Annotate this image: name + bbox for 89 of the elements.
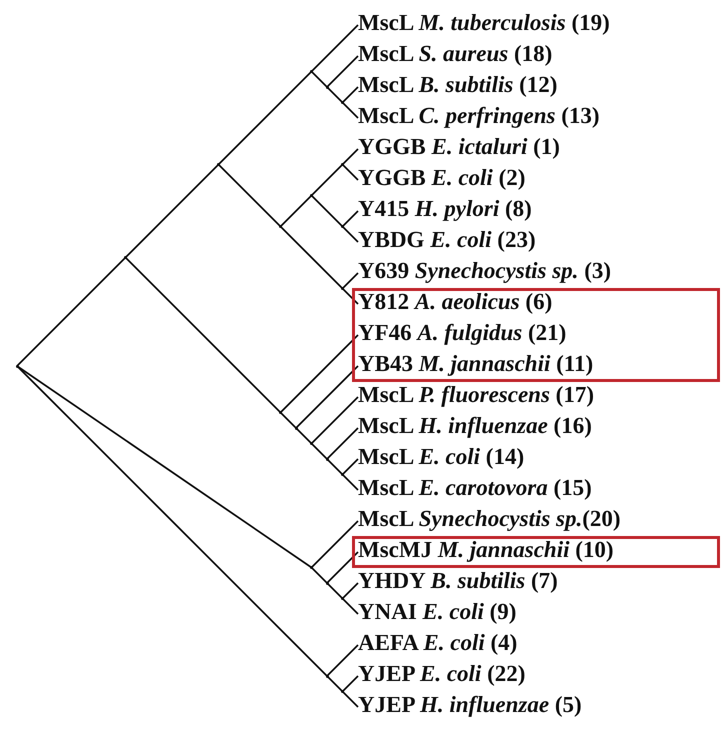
branch-point	[341, 287, 344, 290]
tree-branch	[326, 582, 344, 600]
branch-point	[341, 690, 344, 693]
tree-branch	[326, 55, 359, 88]
branch-point	[341, 597, 344, 600]
tree-branch	[342, 675, 359, 692]
tree-branch	[342, 272, 359, 290]
tree-branch	[326, 675, 344, 692]
species-label: YBDG E. coli (23)	[358, 227, 536, 257]
tree-branch	[342, 288, 359, 305]
tree-branch	[310, 24, 359, 72]
tree-branch	[295, 427, 312, 444]
tree-branch	[16, 365, 312, 568]
tree-branch	[342, 210, 359, 228]
tree-branch	[342, 582, 359, 600]
tree-branch	[326, 86, 344, 104]
species-label: YF46 A. fulgidus (21)	[358, 320, 566, 350]
tree-branch	[16, 365, 328, 677]
branch-point	[310, 70, 313, 73]
branch-point	[341, 473, 344, 476]
tree-branch	[310, 396, 359, 444]
species-label: Y639 Synechocystis sp. (3)	[358, 258, 612, 288]
tree-branch	[295, 365, 359, 429]
species-label: MscL C. perfringens (13)	[358, 103, 600, 133]
species-label: AEFA E. coli (4)	[358, 630, 518, 660]
tree-branch	[342, 164, 359, 181]
tree-branch	[310, 520, 359, 568]
branch-point	[341, 101, 344, 104]
highlight-box	[352, 536, 720, 568]
species-label: MscL B. subtilis (12)	[358, 72, 558, 102]
species-label: Y812 A. aeolicus (6)	[358, 289, 552, 319]
tree-branch	[342, 690, 359, 708]
species-label: MscL Synechocystis sp.(20)	[358, 506, 621, 536]
branch-point	[124, 256, 127, 259]
highlight-box	[352, 288, 720, 382]
branch-point	[310, 566, 313, 569]
tree-branch	[218, 164, 282, 228]
species-label: YNAI E. coli (9)	[358, 599, 516, 629]
species-label: YGGB E. ictaluri (1)	[358, 134, 560, 164]
tree-branch	[310, 164, 344, 196]
tree-branch	[310, 194, 344, 228]
species-label: Y415 H. pylori (8)	[358, 196, 532, 226]
tree-branch	[16, 256, 126, 367]
tree-branch	[342, 458, 359, 476]
species-label: MscL P. fluorescens (17)	[358, 382, 594, 412]
tree-branch	[280, 412, 297, 429]
branch-point	[279, 411, 282, 414]
species-label: YHDY B. subtilis (7)	[358, 568, 558, 598]
tree-branch	[326, 644, 359, 677]
tree-branch	[342, 86, 359, 104]
branch-point	[310, 194, 313, 197]
branch-point	[326, 86, 328, 88]
species-label: MscL E. coli (14)	[358, 444, 524, 474]
tree-branch	[218, 70, 312, 166]
tree-branch	[310, 442, 328, 460]
species-label: MscL M. tuberculosis (19)	[358, 10, 610, 40]
branch-point	[310, 442, 313, 445]
tree-branch	[342, 102, 359, 119]
tree-branch	[310, 70, 328, 88]
branch-point	[341, 163, 344, 166]
tree-branch	[310, 566, 328, 584]
species-label: MscL H. influenzae (16)	[358, 413, 592, 443]
tree-branch	[326, 427, 359, 460]
tree-branch	[124, 256, 282, 414]
branch-point	[217, 163, 220, 166]
species-label: YGGB E. coli (2)	[358, 165, 526, 195]
branch-point	[326, 458, 328, 460]
tree-branch	[342, 148, 359, 166]
tree-branch	[326, 551, 359, 584]
species-label: MscMJ M. jannaschii (10)	[358, 537, 614, 567]
tree-branch	[280, 194, 312, 228]
species-label: MscL S. aureus (18)	[358, 41, 552, 71]
species-label: MscL E. carotovora (15)	[358, 475, 592, 505]
tree-branch	[280, 226, 344, 290]
tree-branch	[280, 334, 359, 414]
branch-point	[326, 582, 328, 584]
branch-point	[294, 426, 298, 430]
branch-point	[16, 364, 18, 368]
tree-branch	[326, 458, 344, 476]
branch-point	[341, 225, 344, 228]
species-label: YJEP H. influenzae (5)	[358, 692, 582, 722]
branch-point	[279, 225, 282, 228]
species-label: YB43 M. jannaschii (11)	[358, 351, 594, 381]
tree-branch	[124, 164, 220, 258]
species-label: YJEP E. coli (22)	[358, 661, 526, 691]
tree-branch	[342, 474, 359, 491]
tree-branch	[342, 598, 359, 615]
branch-point	[326, 674, 328, 678]
tree-branch	[342, 226, 359, 243]
